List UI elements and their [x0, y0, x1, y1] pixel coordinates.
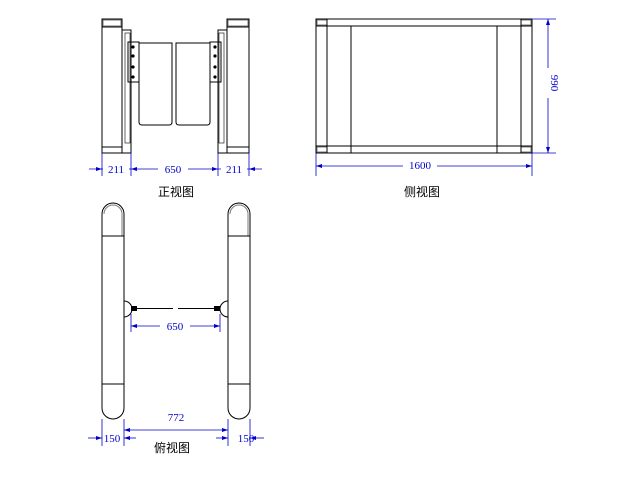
top-right-flap — [178, 306, 220, 311]
top-view-caption: 俯视图 — [154, 440, 190, 455]
front-right-width-label: 211 — [226, 164, 242, 176]
top-right-cabinet — [219, 202, 251, 420]
front-dimension-line — [89, 153, 262, 176]
top-left-cabinet — [101, 202, 133, 420]
top-left-flap — [131, 306, 173, 311]
front-left-cabinet — [101, 18, 132, 154]
top-outer-label: 772 — [168, 412, 185, 424]
side-outer-frame — [315, 18, 533, 154]
top-view: 650 772 150 150 俯视图 — [88, 202, 264, 455]
front-right-flap — [175, 42, 211, 126]
front-left-width-label: 211 — [108, 164, 124, 176]
side-view-caption: 侧视图 — [404, 184, 440, 199]
top-dimension-lines — [88, 314, 264, 446]
top-right-width-label: 150 — [238, 433, 255, 445]
front-left-flap — [138, 42, 173, 126]
side-length-label: 1600 — [409, 160, 432, 172]
top-gap-label: 650 — [167, 321, 184, 333]
front-view-caption: 正视图 — [158, 184, 194, 199]
front-left-hinge-plate — [127, 41, 140, 83]
side-dimension-lines — [315, 18, 556, 176]
side-view: 1600 990 侧视图 — [315, 18, 560, 199]
side-panel — [350, 25, 498, 147]
front-right-cabinet — [217, 18, 250, 154]
front-right-hinge-plate — [209, 41, 222, 83]
front-gap-label: 650 — [165, 164, 182, 176]
front-view: 211 650 211 正视图 — [89, 18, 262, 199]
top-left-width-label: 150 — [104, 433, 121, 445]
side-height-label: 990 — [548, 75, 560, 92]
